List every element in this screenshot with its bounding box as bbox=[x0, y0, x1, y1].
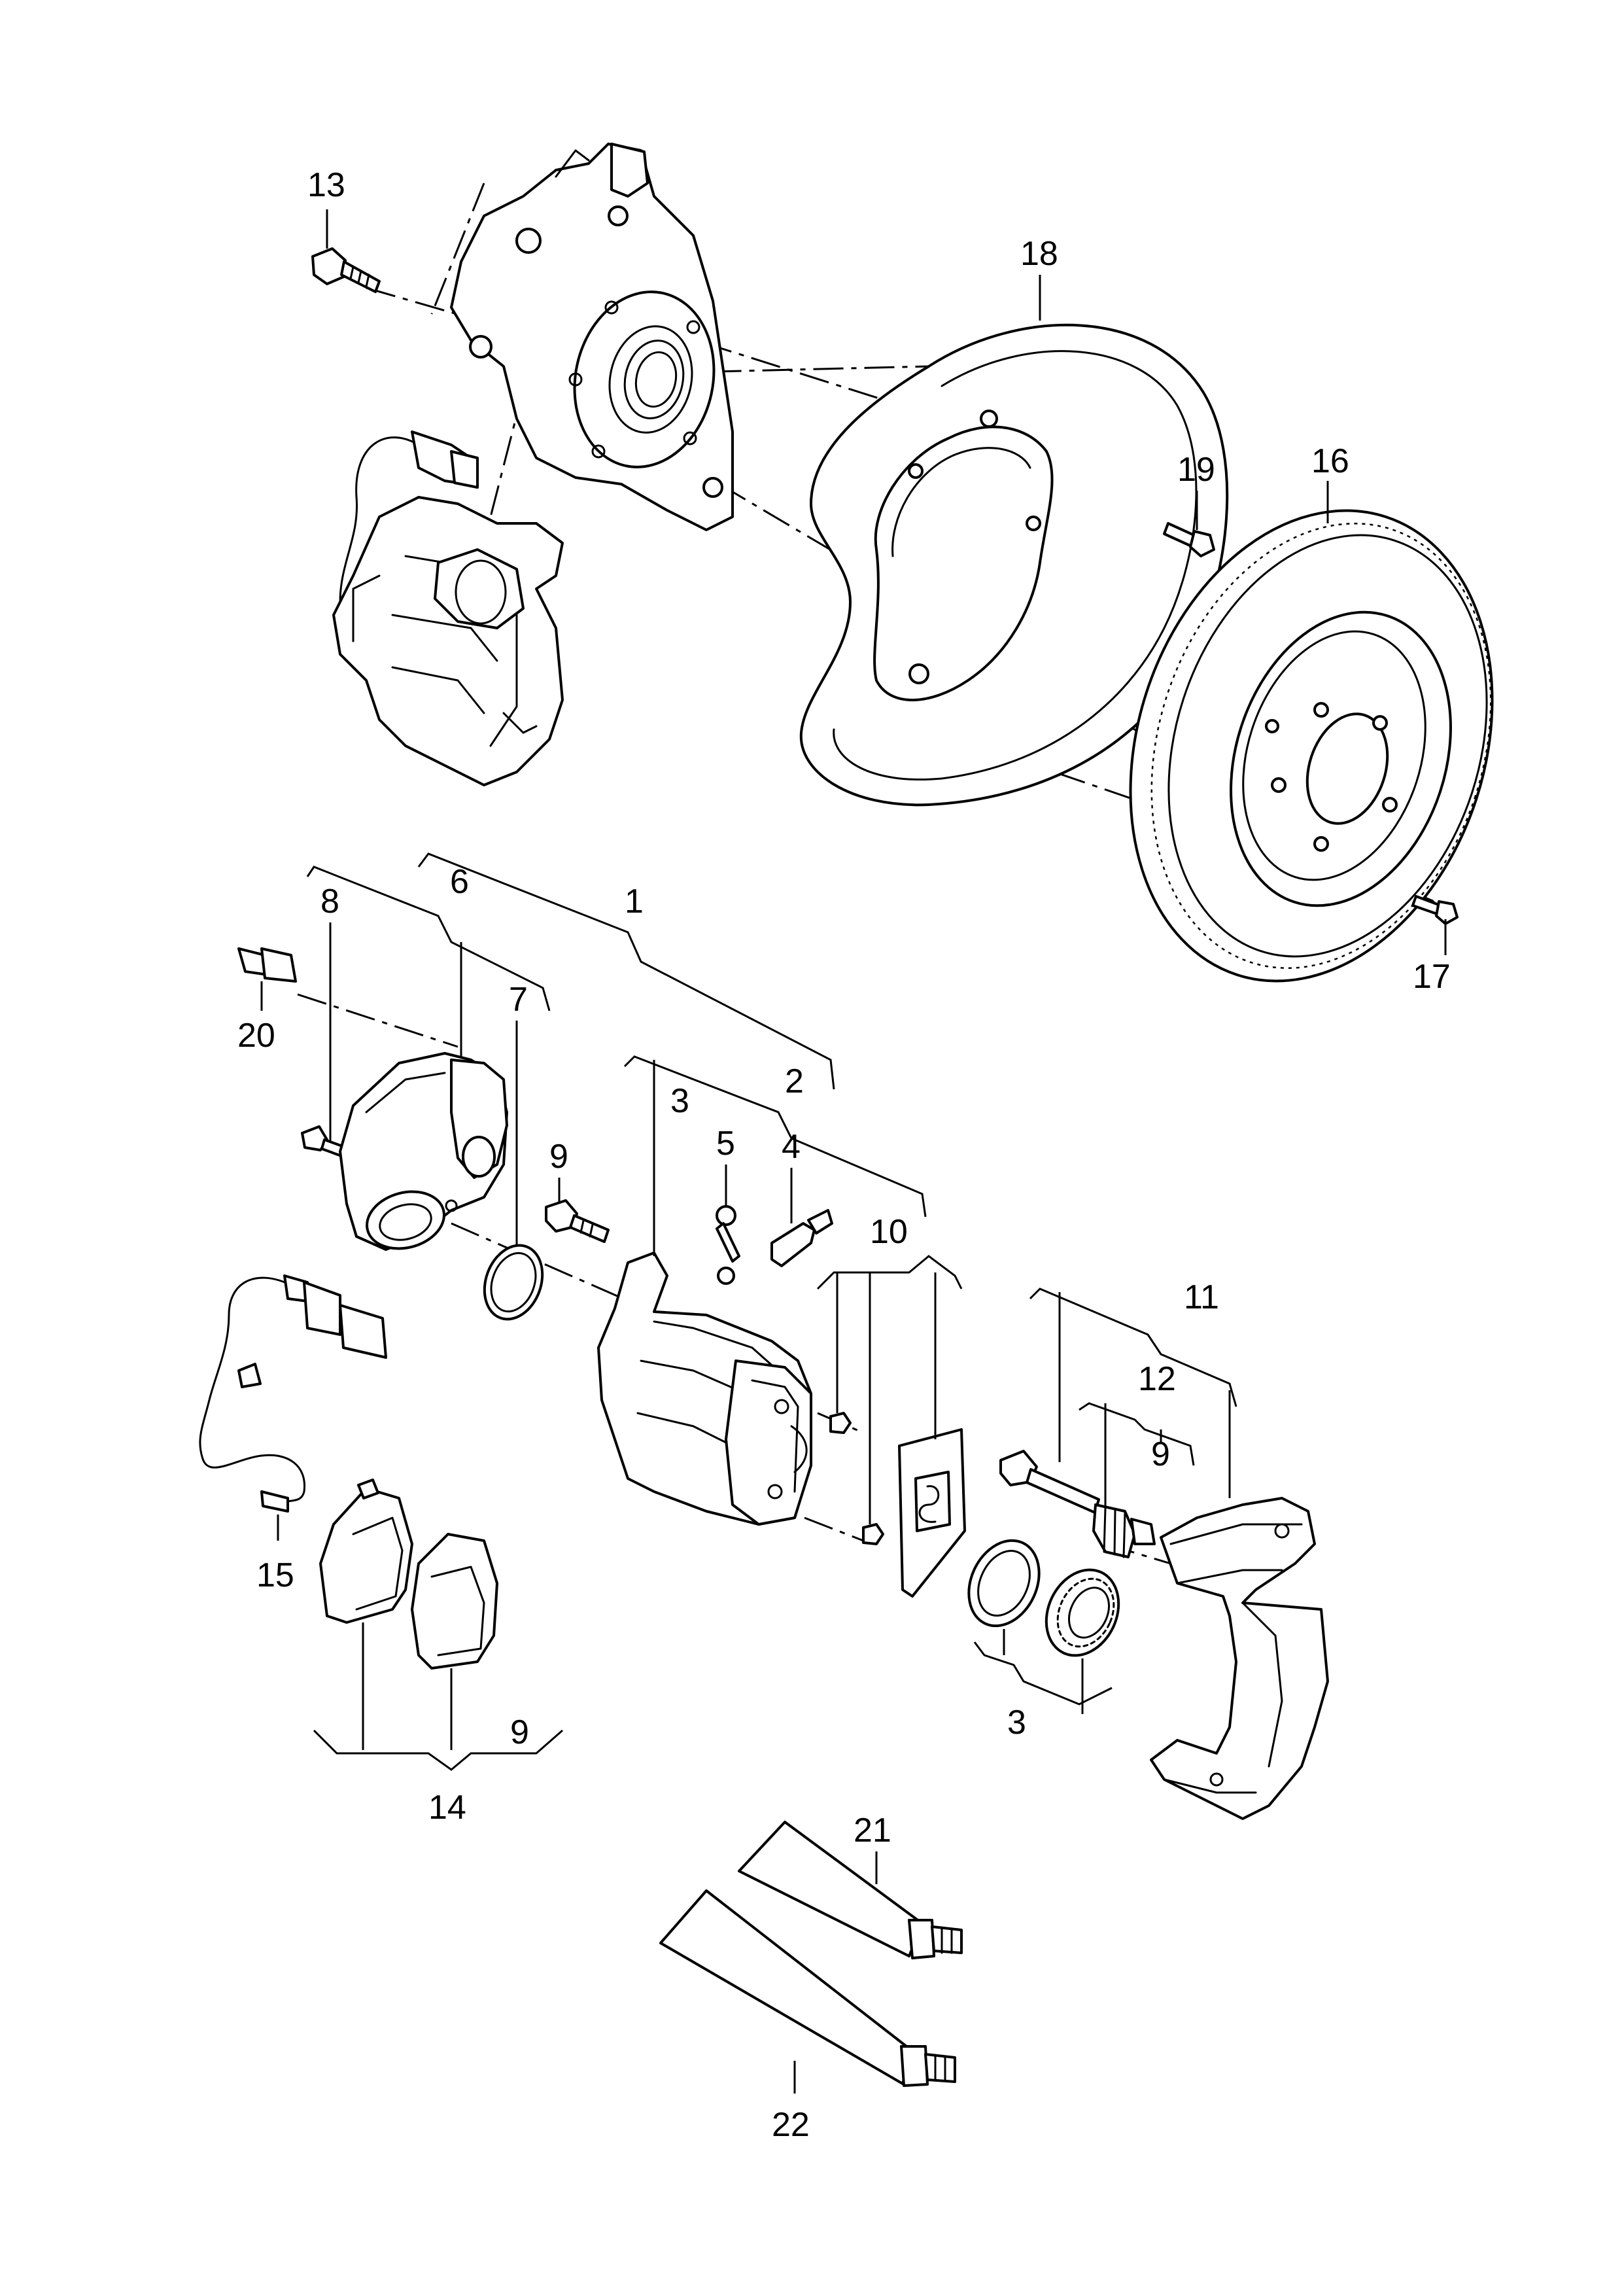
callout-3-bottom: 3 bbox=[1007, 1704, 1026, 1742]
callout-10: 10 bbox=[870, 1213, 908, 1251]
screw-19 bbox=[1163, 522, 1215, 557]
piston-dust-boot-3 bbox=[1045, 1568, 1120, 1657]
callout-5: 5 bbox=[716, 1125, 735, 1163]
callout-19: 19 bbox=[1177, 451, 1215, 489]
callout-1: 1 bbox=[625, 883, 644, 920]
guide-pin-10 bbox=[829, 1412, 884, 1545]
callout-16: 16 bbox=[1311, 442, 1349, 480]
callout-9-right: 9 bbox=[1151, 1435, 1170, 1473]
brake-pad-outer-14 bbox=[411, 1533, 498, 1670]
guide-bolt-11 bbox=[999, 1450, 1100, 1514]
callout-20: 20 bbox=[237, 1017, 275, 1055]
callout-3-top: 3 bbox=[670, 1082, 689, 1120]
callout-21: 21 bbox=[854, 1812, 891, 1849]
wear-sensor-wire-15 bbox=[199, 1274, 387, 1513]
caliper-bracket-11 bbox=[1150, 1497, 1329, 1820]
boot-12 bbox=[1092, 1503, 1156, 1558]
caliper-assembly-top bbox=[332, 496, 564, 786]
callout-9-mid: 9 bbox=[549, 1138, 568, 1176]
callout-17: 17 bbox=[1413, 958, 1451, 996]
callout-8: 8 bbox=[320, 883, 339, 920]
leader-lines bbox=[260, 209, 1447, 2094]
abs-sensor-wire-top bbox=[339, 430, 479, 603]
callout-14: 14 bbox=[428, 1789, 466, 1827]
grease-tube-22 bbox=[659, 1889, 956, 2087]
callout-18: 18 bbox=[1020, 235, 1058, 273]
callout-6: 6 bbox=[450, 863, 469, 901]
bleed-cap-5 bbox=[716, 1205, 740, 1285]
o-ring-7 bbox=[483, 1244, 544, 1321]
splash-shield-18 bbox=[799, 323, 1229, 807]
bolt-9-mid bbox=[545, 1199, 610, 1243]
wheel-hub-knuckle bbox=[450, 143, 734, 531]
brake-disc-16 bbox=[1129, 509, 1494, 983]
screw-17 bbox=[1411, 895, 1459, 925]
bleed-screw-4 bbox=[770, 1209, 833, 1267]
spring-plate-10 bbox=[898, 1428, 966, 1598]
callout-13: 13 bbox=[307, 166, 345, 204]
callout-4: 4 bbox=[782, 1128, 801, 1166]
grease-tube-21 bbox=[738, 1821, 963, 1959]
callout-7: 7 bbox=[509, 981, 528, 1019]
brake-pad-inner-14 bbox=[319, 1479, 413, 1624]
connector-20 bbox=[237, 947, 297, 983]
callout-labels: 13 18 19 16 17 8 6 1 20 7 2 3 5 4 9 10 1… bbox=[237, 166, 1451, 2144]
callout-2: 2 bbox=[785, 1062, 804, 1100]
callout-15: 15 bbox=[256, 1556, 294, 1594]
bolt-13 bbox=[311, 247, 381, 293]
callout-12: 12 bbox=[1138, 1360, 1176, 1398]
callout-9-bottom: 9 bbox=[510, 1713, 529, 1751]
piston-seal-ring-3 bbox=[967, 1539, 1041, 1628]
parking-brake-motor-6 bbox=[339, 1052, 508, 1251]
callout-22: 22 bbox=[772, 2106, 810, 2144]
caliper-housing-3 bbox=[597, 1252, 812, 1526]
callout-11: 11 bbox=[1184, 1278, 1219, 1316]
